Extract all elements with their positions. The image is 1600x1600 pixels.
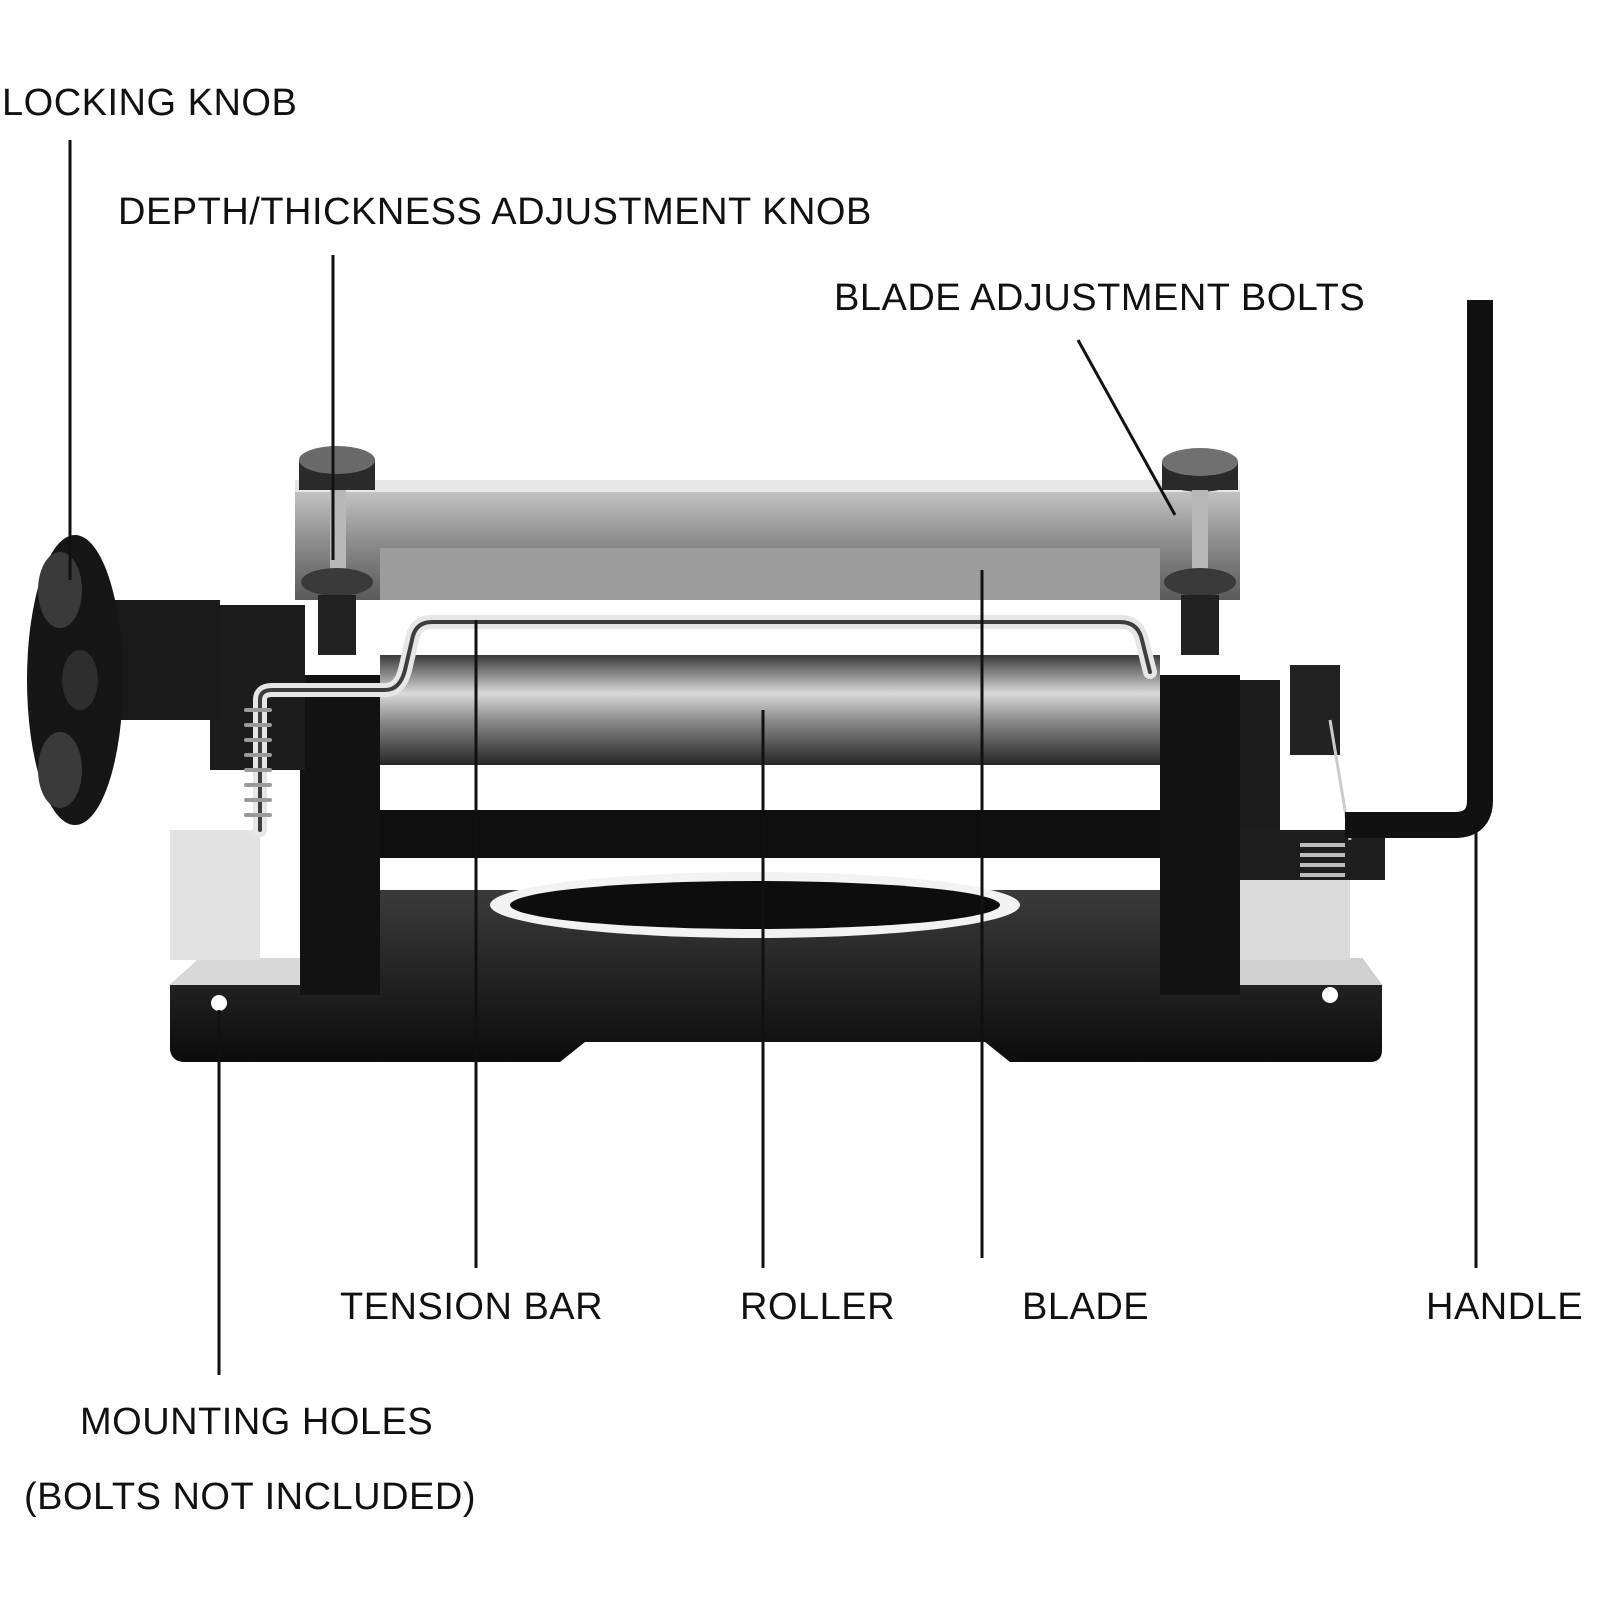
handle-label: HANDLE bbox=[1426, 1286, 1584, 1328]
right-mechanism bbox=[1240, 665, 1385, 880]
depth-knob-label: DEPTH/THICKNESS ADJUSTMENT KNOB bbox=[118, 191, 872, 233]
roller-label: ROLLER bbox=[740, 1286, 896, 1328]
bolts-note-label: (BOLTS NOT INCLUDED) bbox=[24, 1476, 476, 1518]
leader-lines bbox=[68, 140, 1478, 1375]
leader-blade-bolts bbox=[1076, 339, 1177, 516]
handle-part bbox=[1345, 300, 1493, 838]
lower-shaft bbox=[380, 810, 1160, 858]
tension-bar-part bbox=[244, 615, 1157, 837]
blade-bolts-label: BLADE ADJUSTMENT BOLTS bbox=[834, 277, 1366, 319]
mounting-hole-right bbox=[1322, 987, 1338, 1003]
tension-bar-label: TENSION BAR bbox=[340, 1286, 604, 1328]
blade-label: BLADE bbox=[1022, 1286, 1150, 1328]
mounting-hole-left bbox=[211, 995, 227, 1011]
locking-knob-part bbox=[27, 535, 220, 825]
locking-knob-label: LOCKING KNOB bbox=[2, 82, 298, 124]
blade-adjustment-bolt-part bbox=[1162, 448, 1238, 655]
roller-part bbox=[380, 655, 1160, 765]
blade-part bbox=[295, 480, 1240, 600]
base-plate bbox=[170, 830, 1382, 1062]
mounting-holes-label: MOUNTING HOLES bbox=[80, 1401, 434, 1443]
